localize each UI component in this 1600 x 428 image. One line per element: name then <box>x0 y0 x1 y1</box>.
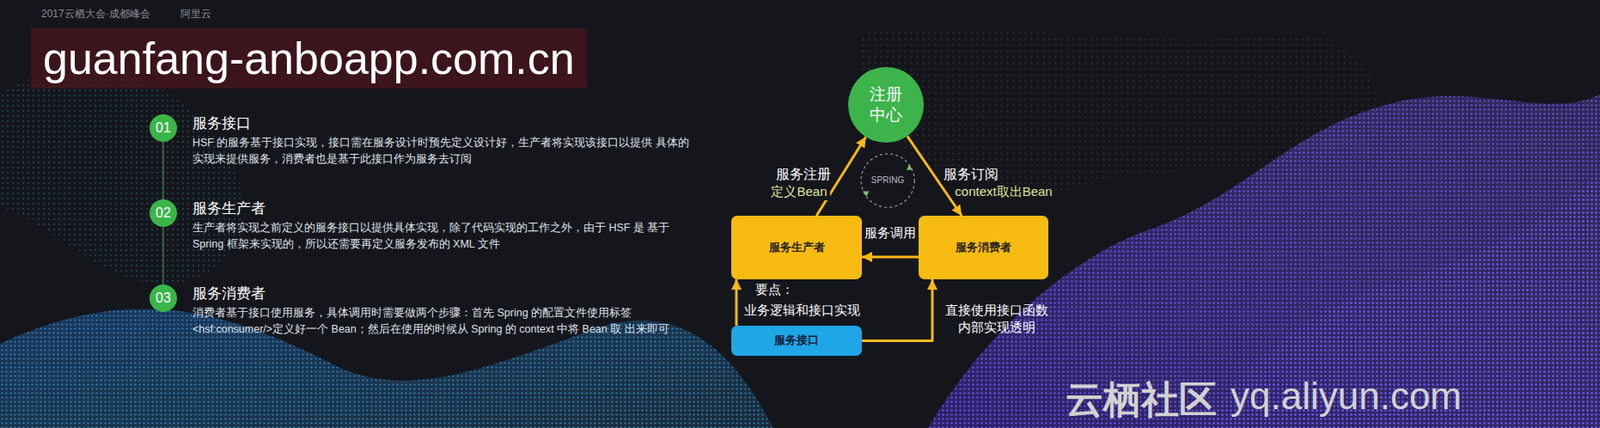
community-watermark: 云栖社区 <box>1065 374 1217 426</box>
producer-box: 服务生产者 <box>731 215 862 280</box>
node-text: SPRING <box>871 175 904 187</box>
consumer-box: 服务消费者 <box>918 215 1049 280</box>
watermark: guanfang-anboapp.com.cn <box>30 28 587 89</box>
note-text: 业务逻辑和接口实现 <box>744 302 861 319</box>
registry-circle: 注册 中心 <box>848 67 924 143</box>
item-body: HSF 的服务基于接口实现，接口需在服务设计时预先定义设计好，生产者将实现该接口… <box>192 134 696 168</box>
edge-label: 服务调用 <box>861 225 919 242</box>
edge-note: 定义Bean <box>768 183 830 201</box>
connector <box>162 226 165 285</box>
interface-box: 服务接口 <box>731 325 862 356</box>
node-label: 服务生产者 <box>769 240 825 255</box>
number-circle: 02 <box>149 199 178 227</box>
note-text: 内部实现透明 <box>958 319 1036 336</box>
item-heading: 服务消费者 <box>192 284 709 304</box>
node-text: 注册 中心 <box>867 84 905 126</box>
item-heading: 服务生产者 <box>192 199 709 219</box>
item-heading: 服务接口 <box>192 114 709 134</box>
brand-logo: 阿里云 <box>180 6 212 22</box>
connector <box>861 256 919 259</box>
edge-label: 服务订阅 <box>940 165 1002 184</box>
event-logo: 2017云栖大会·成都峰会 <box>41 6 151 22</box>
number-circle: 01 <box>149 114 178 142</box>
purple-wave-fold <box>1203 171 1600 428</box>
node-text: 服务生产者 <box>769 240 825 255</box>
edge-label: 服务注册 <box>773 165 834 184</box>
node-label: SPRING <box>871 175 904 187</box>
node-text: 服务接口 <box>774 333 819 348</box>
node-text: 服务消费者 <box>955 240 1012 255</box>
edge-note: context取出Bean <box>952 183 1055 201</box>
node-label: 服务接口 <box>774 333 819 348</box>
list-item: 03 服务消费者消费者基于接口使用服务，具体调用时需要做两个步骤：首先 Sprin… <box>149 284 709 338</box>
item-body: 生产者将实现之前定义的服务接口以提供具体实现，除了代码实现的工作之外，由于 HS… <box>192 219 696 253</box>
spring-circle: SPRING <box>859 152 917 209</box>
note-text: 直接使用接口函数 <box>945 302 1049 319</box>
number-circle: 03 <box>149 284 178 312</box>
list-item: 02 服务生产者生产者将实现之前定义的服务接口以提供具体实现，除了代码实现的工作之… <box>149 199 709 253</box>
note-heading: 要点： <box>755 281 794 299</box>
connector <box>861 279 933 342</box>
site-watermark: yq.aliyun.com <box>1230 374 1462 418</box>
connector <box>162 141 165 200</box>
teal-wave <box>0 68 245 284</box>
node-label: 服务消费者 <box>955 240 1012 255</box>
node-label: 注册 中心 <box>867 84 905 126</box>
list-item: 01 服务接口HSF 的服务基于接口实现，接口需在服务设计时预先定义设计好，生产者… <box>149 114 709 168</box>
connector <box>735 279 739 326</box>
item-body: 消费者基于接口使用服务，具体调用时需要做两个步骤：首先 Spring 的配置文件… <box>192 305 696 338</box>
